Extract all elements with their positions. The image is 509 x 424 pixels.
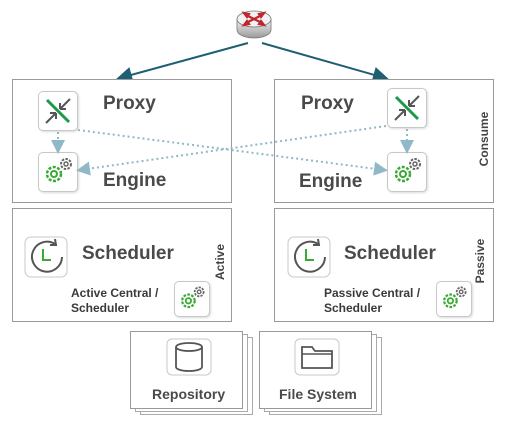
gears-icon [45,158,72,183]
gears-icon [181,286,205,309]
database-icon [166,338,212,376]
file-system-label: File System [279,386,357,402]
passive-central-label: Passive Central / Scheduler [324,286,421,315]
router-to-right-arrow [261,42,389,83]
left-proxy-label: Proxy [103,93,156,114]
clock-icon [287,236,331,278]
passive-label: Passive [473,238,487,284]
consume-label: Consume [477,111,491,167]
repository-label: Repository [152,386,226,402]
right-proxy-label: Proxy [301,93,354,114]
left-clock-tile [24,236,68,278]
clock-icon [24,236,68,278]
left-scheduler-label: Scheduler [82,243,174,264]
passive-central-gear-tile [436,281,472,317]
active-central-gear-tile [174,281,210,317]
active-label: Active [213,243,227,281]
right-proxy-tile [387,88,427,128]
folder-icon [294,338,340,376]
right-scheduler-label: Scheduler [344,243,436,264]
gears-icon [443,286,467,309]
gears-icon [394,158,421,183]
left-proxy-tile [38,91,78,131]
right-engine-tile [387,152,427,192]
right-clock-tile [287,236,331,278]
proxy-arrows-icon [45,98,71,124]
active-central-label: Active Central / Scheduler [71,286,159,315]
router-to-left-arrow [116,42,249,83]
right-engine-label: Engine [299,171,363,192]
router-icon [234,6,274,44]
left-engine-tile [38,152,78,192]
left-engine-label: Engine [103,170,167,191]
proxy-arrows-icon [394,95,420,121]
